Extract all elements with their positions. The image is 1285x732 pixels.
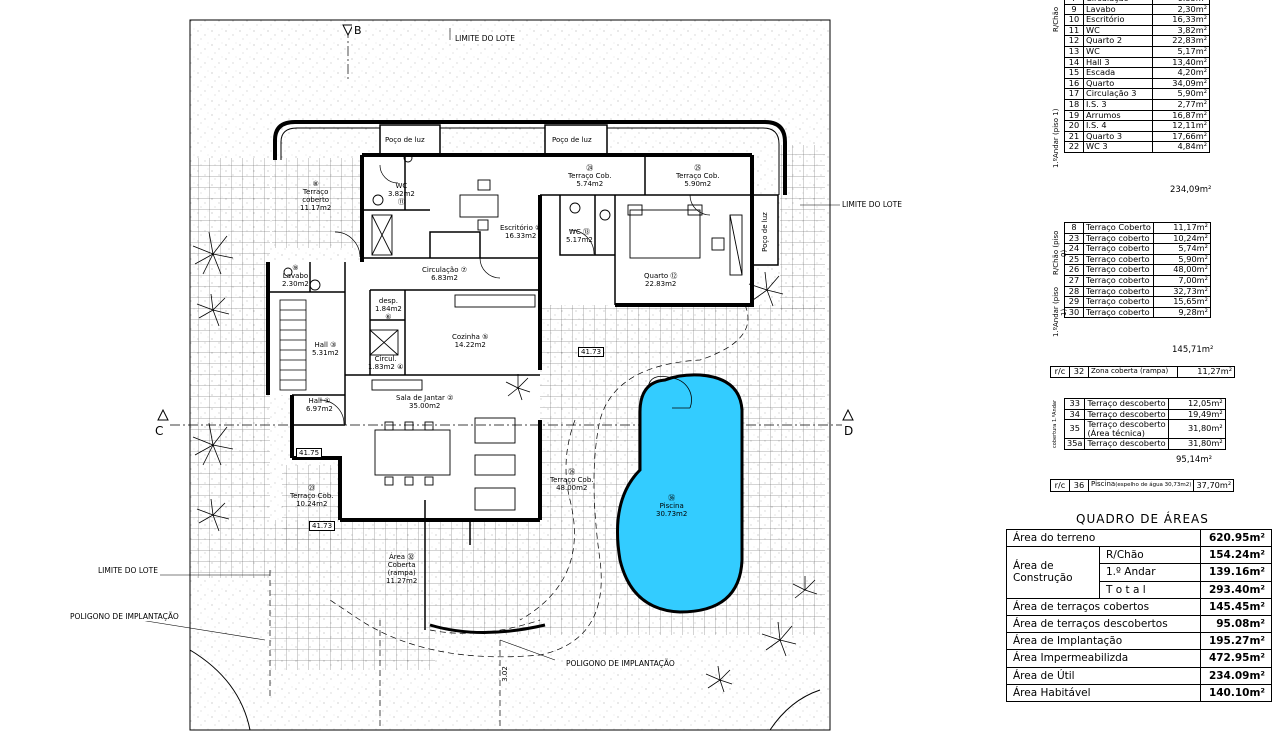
staircase	[279, 299, 307, 391]
lot-limit-top: LIMITE DO LOTE	[453, 34, 517, 43]
section-d-marker: D	[844, 424, 854, 438]
paving-terrace8	[272, 158, 362, 248]
table4-side-andar: 1.ºAndar	[1052, 400, 1058, 423]
polygon-label-bottom: POLIGONO DE IMPLANTAÇÃO	[564, 659, 677, 668]
slope-label: 3.02	[500, 666, 509, 682]
paving-left	[190, 158, 270, 578]
table4-side-cobertura: cobertura	[1052, 423, 1058, 448]
rooms-total: 234,09m²	[1170, 185, 1212, 195]
lot-limit-right: LIMITE DO LOTE	[840, 200, 904, 209]
uncovered-terrace-total: 95,14m²	[1176, 455, 1213, 465]
covered-terrace-total: 145,71m²	[1172, 345, 1214, 355]
level-41-73-a: 41.73	[578, 347, 605, 357]
house-footprint	[268, 155, 752, 520]
palm-trees	[192, 231, 818, 693]
polygon-label-left: POLIGONO DE IMPLANTAÇÃO	[68, 612, 181, 621]
rooms-table: 7Circulação6.83m²9Lavabo2,30m²10Escritór…	[1064, 0, 1210, 153]
light-well-3: Poço de luz	[760, 212, 769, 252]
inner-walls	[268, 155, 752, 630]
door-swings	[319, 164, 711, 425]
section-b-marker: B	[352, 24, 364, 37]
leader-lines	[139, 28, 840, 661]
implantation-polygon	[269, 304, 749, 730]
outer-walls	[266, 153, 754, 522]
light-well-2: Poço de luz	[552, 136, 592, 144]
level-41-73-b: 41.73	[309, 521, 336, 531]
room-circul-4: Circul.1.83m2 ④	[368, 355, 404, 371]
light-well-1: Poço de luz	[385, 136, 425, 144]
areas-summary-table: Área do terreno 620.95m² Área de Constru…	[1006, 528, 1272, 702]
level-41-75: 41.75	[296, 448, 323, 458]
areas-summary-title: QUADRO DE ÁREAS	[1076, 512, 1209, 526]
pool	[616, 373, 744, 614]
pool-table: r/c 36 Piscina(espelho de água 30,73m2) …	[1050, 479, 1235, 492]
table1-side-rchao: R/Chão	[1052, 6, 1060, 32]
lot-limit-left: LIMITE DO LOTE	[96, 566, 160, 575]
furniture	[283, 153, 743, 511]
court-wall	[273, 120, 787, 195]
section-c-marker: C	[155, 424, 164, 438]
table1-side-andar: 1.ºAndar (piso 1)	[1052, 108, 1060, 168]
paving-right	[780, 145, 825, 310]
ramp-table: r/c 32 Zona coberta (rampa) 11,27m²	[1050, 366, 1235, 378]
section-markers	[157, 24, 854, 421]
paving-terrace23	[282, 465, 340, 550]
